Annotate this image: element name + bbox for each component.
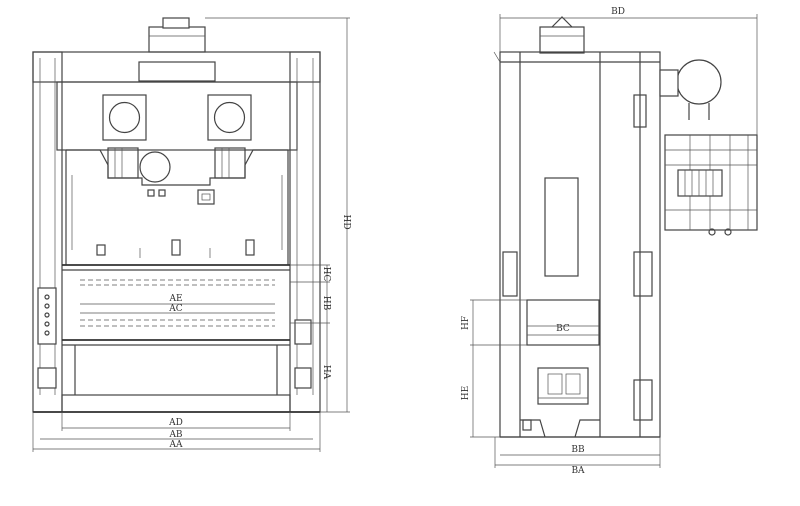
dim-label-BC: BC	[556, 324, 570, 334]
side-window-top-right	[633, 94, 647, 128]
dim-label-AB: AB	[168, 430, 182, 440]
dim-label-HE: HE	[461, 386, 471, 400]
front-right-lower-panel	[294, 367, 312, 389]
front-nameplate	[138, 61, 216, 82]
front-base	[61, 394, 291, 413]
dim-label-BD: BD	[611, 7, 625, 17]
front-control-box	[197, 189, 215, 205]
side-control-box	[537, 367, 589, 405]
dim-label-AA: AA	[169, 440, 183, 450]
side-bolster	[526, 299, 600, 346]
front-left-lower-panel	[37, 367, 57, 389]
dim-label-HA: HA	[321, 365, 331, 380]
front-left-column	[32, 51, 63, 413]
front-dimensions	[32, 17, 350, 452]
side-flywheel-cage	[664, 134, 758, 236]
dim-label-BB: BB	[571, 445, 585, 455]
side-window-left	[502, 251, 518, 297]
front-slide-clamps	[96, 239, 255, 258]
dim-label-HD: HD	[341, 214, 351, 229]
side-window-right	[633, 251, 653, 297]
front-left-panel	[37, 287, 57, 345]
dim-label-AD: AD	[168, 418, 183, 428]
front-right-panel	[294, 319, 312, 345]
side-window-lower-right	[633, 379, 653, 421]
front-crank-circle	[139, 151, 171, 183]
front-view	[32, 17, 321, 413]
dim-label-HC: HC	[321, 267, 331, 282]
dim-label-HB: HB	[321, 296, 331, 311]
side-view	[493, 16, 758, 438]
dim-label-AE: AE	[168, 294, 182, 304]
front-upper-body	[56, 81, 298, 151]
front-right-column	[289, 51, 321, 413]
dim-label-BA: BA	[571, 466, 585, 476]
side-top-motor	[539, 26, 585, 54]
front-crown	[32, 51, 321, 83]
dim-label-AC: AC	[168, 304, 182, 314]
front-top-motor-cap	[162, 17, 190, 29]
side-motor	[676, 59, 722, 105]
side-window-large	[544, 177, 579, 277]
front-slide-outline	[66, 149, 288, 186]
side-dimensions	[470, 14, 758, 468]
dim-label-HF: HF	[461, 316, 471, 330]
front-top-motor	[148, 26, 206, 53]
